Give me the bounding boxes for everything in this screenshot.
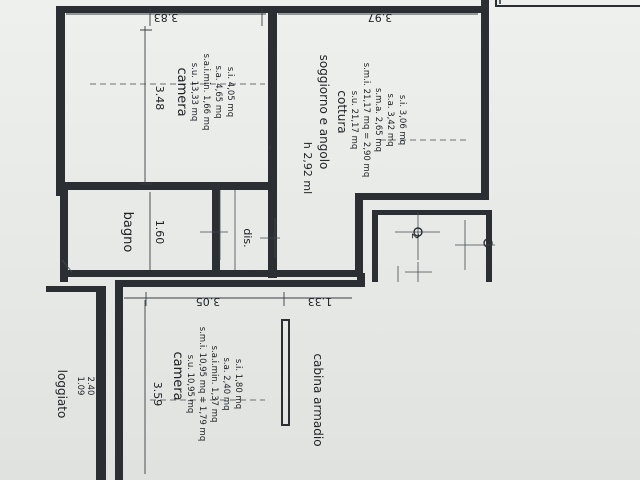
wall-corner <box>357 273 365 287</box>
area-soggiorno-5: s.i. 3,06 mq <box>397 95 407 145</box>
wall-soggiorno-right <box>481 0 489 200</box>
wall-upper-right <box>495 0 640 7</box>
crosses <box>200 218 280 258</box>
dim-ticks-camera-bottom <box>145 292 285 306</box>
area-camera-top-1: s.u. 13,33 mq <box>189 63 199 122</box>
dim-camera-width: 3.83 <box>154 11 179 24</box>
wall-bagno-bottom <box>60 270 360 277</box>
wall-loggiato-top <box>46 286 106 292</box>
wall-loggiato <box>96 290 106 480</box>
dim-camera-depth: 3.48 <box>153 86 166 111</box>
wardrobe-bar <box>281 319 290 426</box>
room-name-cabina: cabina armadio <box>311 353 325 446</box>
dim-ticks-camera-width <box>149 8 263 26</box>
dim-loggiato-1: 1.09 <box>75 377 85 396</box>
dim-ticks-camera-depth <box>140 29 152 185</box>
dim-loggiato-2: 2.40 <box>85 377 95 396</box>
wall-bagno-right <box>212 186 220 276</box>
wall-bagno-left <box>60 186 68 282</box>
wall-camera-bottom-left <box>115 282 123 480</box>
wall-soggiorno-step <box>355 193 489 200</box>
step-label: 2 <box>409 233 420 239</box>
dimension-lines <box>66 8 478 474</box>
wall-right-step-top <box>372 210 492 215</box>
area-camera-bottom-2: s.m.i. 10,95 mq = 1,79 mq <box>197 327 207 441</box>
wall-right-step-side <box>486 210 492 282</box>
details <box>61 83 495 426</box>
area-camera-bottom-4: s.a. 2,40 mq <box>221 357 231 410</box>
dim-camera-bottom-side: 1.33 <box>308 295 333 308</box>
bagno-corner-mark <box>61 259 73 273</box>
room-name-bagno: bagno <box>120 212 135 253</box>
area-camera-bottom-3: s.a.i.min. 1,37 mq <box>209 346 219 423</box>
wall-soggiorno-inner <box>355 193 363 273</box>
room-name-soggiorno-1: soggiorno e angolo <box>317 55 331 170</box>
fixture-circle <box>413 227 423 237</box>
area-camera-bottom-1: s.u. 10,95 mq <box>185 355 195 414</box>
area-soggiorno-4: s.a. 3,42 mq <box>385 93 395 146</box>
area-camera-top-4: s.i. 4,05 mq <box>225 67 235 117</box>
area-soggiorno-3: s.m.a. 2,65 mq <box>373 88 383 152</box>
room-name-soggiorno-2: cottura <box>335 90 349 133</box>
step-ticks <box>397 262 432 282</box>
dim-camera-bottom-depth: 3.59 <box>151 382 164 407</box>
dim-soggiorno-width: 3.97 <box>368 11 393 24</box>
wall-camera-bagno <box>60 182 272 190</box>
area-camera-top-2: s.a.i.min. 1,66 mq <box>201 54 211 131</box>
dim-camera-bottom-width: 3.05 <box>196 295 221 308</box>
area-camera-bottom-5: s.i. 1,80 mq <box>233 359 243 409</box>
area-soggiorno-1: s.u. 21,17 mq <box>349 91 359 150</box>
room-name-camera-bottom: camera <box>170 351 185 400</box>
crosses-right <box>395 212 495 270</box>
wall-left-upper <box>56 6 65 196</box>
room-name-loggiato: loggiato <box>55 370 69 419</box>
room-name-dis: dis. <box>241 228 254 247</box>
wall-camera-bottom-top <box>115 280 365 287</box>
walls <box>46 0 640 480</box>
room-name-camera-top: camera <box>174 67 189 116</box>
dim-bagno: 1.60 <box>153 220 166 245</box>
area-camera-top-3: s.a. 4,65 mq <box>213 65 223 118</box>
area-soggiorno-2: s.m.i. 21,17 mq = 2,90 mq <box>361 63 371 177</box>
wall-right-step <box>372 210 378 282</box>
fixture-circle-2 <box>483 238 493 248</box>
height-label: h 2,92 ml <box>301 142 314 194</box>
wall-camera-soggiorno <box>268 6 277 278</box>
